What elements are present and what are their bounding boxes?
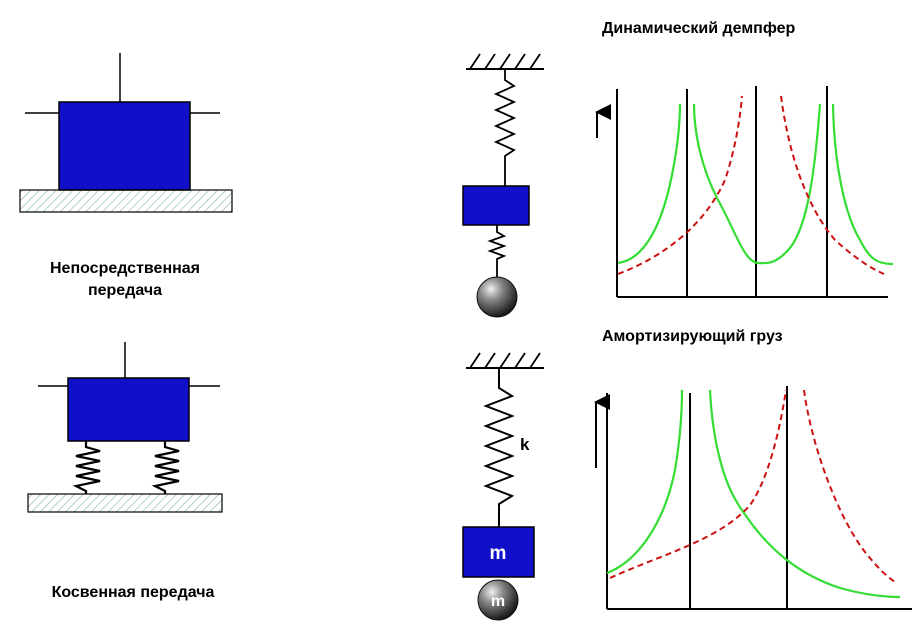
right-spring [151,441,180,494]
damper-ball [476,276,518,318]
absorbing-mass-system [462,352,544,621]
ball-mass-label: m [491,593,505,610]
ground-base [19,189,233,213]
upper-spring [493,69,517,186]
direct-transmission-label: Непосредственная передача [20,258,230,302]
damper-response-graph [595,86,894,298]
main-mass-block [462,185,530,226]
direct-label-line2: передача [87,282,163,299]
machine-block [67,377,190,442]
mass-label: m [490,543,507,564]
ceiling-hatch [469,352,541,369]
lower-spring [487,225,507,279]
direct-label-line1: Непосредственная [49,260,200,277]
spring-k [483,368,515,527]
spring-constant-label: k [520,435,530,454]
dynamic-damper-title: Динамический демпфер [602,20,796,37]
red-dashed-curve [617,95,885,275]
green-response-curve [617,103,894,266]
indirect-transmission-label: Косвенная передача [51,584,215,601]
indirect-transmission-figure [27,342,223,513]
dynamic-damper-system [462,53,544,318]
mass-m-block [462,526,535,578]
direct-transmission-figure [19,53,233,213]
green-response-curve [606,389,901,599]
absorber-response-graph [594,386,912,610]
ceiling-hatch [469,53,541,70]
red-dashed-curve [609,389,896,583]
machine-block [58,101,191,191]
absorbing-mass-title: Амортизирующий груз [602,328,783,345]
left-spring [72,441,101,494]
absorber-ball [477,579,519,621]
ground-base [27,493,223,513]
